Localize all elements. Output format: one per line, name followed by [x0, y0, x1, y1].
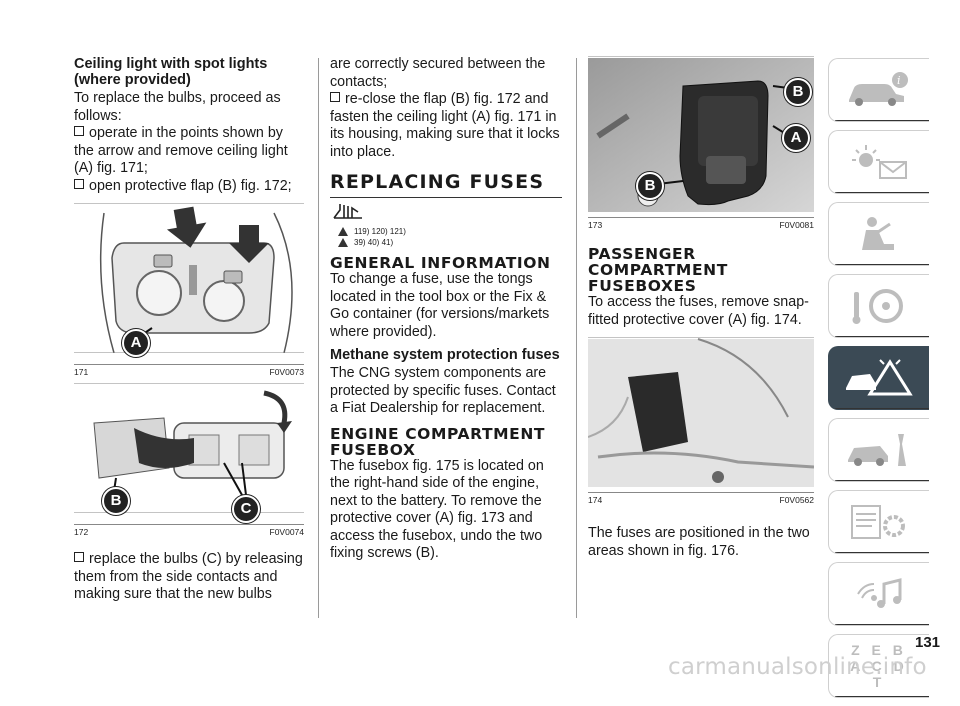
column-divider	[576, 58, 577, 618]
bullet-text: re-close the flap (B) fig. 172 and faste…	[330, 91, 560, 160]
engine-fusebox-heading: ENGINE COMPARTMENT FUSEBOX	[330, 424, 546, 459]
sidebar-item-technical-data[interactable]	[828, 490, 929, 554]
info-refs: 39) 40) 41)	[354, 238, 394, 247]
final-text: The fuses are positioned in the two area…	[588, 525, 810, 559]
figure-number: 172	[74, 527, 89, 537]
figure-code: F0V0074	[269, 527, 305, 537]
column-divider	[318, 58, 319, 618]
bullet-item: replace the bulbs (C) by releasing them …	[74, 551, 304, 604]
ceiling-light-illustration	[74, 202, 304, 354]
callout-b: B	[102, 487, 130, 515]
bullet-square-icon	[74, 178, 84, 189]
bullet-item: open protective flap (B) fig. 172;	[74, 178, 304, 196]
sidebar-item-emergency[interactable]	[828, 346, 929, 410]
methane-text: The CNG system components are protected …	[330, 365, 556, 416]
figure-code: F0V0562	[779, 495, 815, 505]
steering-key-icon	[852, 289, 903, 324]
figure-number: 174	[588, 495, 603, 505]
callout-a: A	[782, 124, 810, 152]
figure-code: F0V0073	[269, 367, 305, 377]
bullet-square-icon	[74, 126, 84, 136]
bullet-item: operate in the points shown by the arrow…	[74, 125, 304, 178]
column-2: are correctly secured between the contac…	[330, 56, 562, 563]
sidebar-item-warning-lights[interactable]	[828, 130, 929, 194]
bullet-text: open protective flap (B) fig. 172;	[89, 177, 292, 194]
warning-ref-row: 119) 120) 121)	[338, 227, 562, 236]
figure-caption: 174 F0V0562	[588, 492, 814, 505]
hand-warning-icon	[332, 202, 562, 225]
figure-caption: 173 F0V0081	[588, 217, 814, 230]
bullet-square-icon	[330, 92, 340, 102]
sidebar-item-starting-driving[interactable]	[828, 274, 929, 338]
figure-caption: 171 F0V0073	[74, 364, 304, 377]
warning-refs: 119) 120) 121)	[354, 227, 406, 236]
index-letters: Z E B A C D T	[850, 642, 908, 690]
page-number: 131	[915, 634, 941, 651]
multimedia-icon	[857, 578, 902, 608]
figure-number: 171	[74, 367, 89, 377]
passenger-fusebox-heading: PASSENGER COMPARTMENT FUSEBOXES	[588, 245, 728, 295]
engine-fusebox-illustration	[588, 55, 814, 212]
sidebar-item-maintenance[interactable]	[828, 418, 929, 482]
methane-heading: Methane system protection fuses	[330, 347, 560, 363]
info-triangle-icon	[338, 238, 348, 247]
callout-a: A	[122, 329, 150, 357]
callout-b: B	[784, 78, 812, 106]
info-ref-row: 39) 40) 41)	[338, 238, 562, 247]
callout-b: B	[636, 172, 664, 200]
protective-flap-illustration	[74, 382, 304, 514]
specs-gear-icon	[851, 505, 905, 539]
bullet-text: operate in the points shown by the arrow…	[74, 125, 288, 176]
passenger-text: To access the fuses, remove snap-fitted …	[588, 294, 809, 328]
sidebar-item-safety[interactable]	[828, 202, 929, 266]
car-maintenance-icon	[848, 434, 906, 466]
engine-text: The fusebox fig. 175 is located on the r…	[330, 457, 544, 562]
replacing-fuses-heading: REPLACING FUSES	[330, 171, 562, 198]
warning-triangle-icon	[338, 227, 348, 236]
emergency-triangle-icon	[846, 359, 913, 396]
ceiling-light-heading: Ceiling light with spot lights (where pr…	[74, 56, 268, 88]
figure-174: 174 F0V0562	[587, 336, 815, 505]
figure-number: 173	[588, 220, 603, 230]
continued-text: are correctly secured between the contac…	[330, 56, 546, 90]
bullet-square-icon	[74, 552, 84, 562]
figure-173: B A B 173 F0V0081	[588, 55, 814, 230]
column-3: B A B 173 F0V0081 PASSENGER COMPARTMENT F…	[587, 55, 815, 560]
svg-text:i: i	[897, 74, 901, 87]
column-1: Ceiling light with spot lights (where pr…	[74, 56, 304, 604]
figure-172: B C 172 F0V0074	[74, 382, 304, 537]
figure-caption: 172 F0V0074	[74, 524, 304, 537]
car-info-icon: i	[849, 72, 908, 106]
passenger-fusebox-illustration	[587, 336, 815, 487]
chapter-sidebar: i	[828, 58, 930, 706]
figure-code: F0V0081	[779, 220, 815, 230]
callout-c: C	[232, 495, 260, 523]
sidebar-item-car-info[interactable]: i	[828, 58, 929, 122]
warning-lights-icon	[852, 145, 907, 179]
bullet-text: replace the bulbs (C) by releasing them …	[74, 551, 303, 602]
sidebar-item-multimedia[interactable]	[828, 562, 929, 626]
general-text: To change a fuse, use the tongs located …	[330, 271, 550, 340]
watermark: carmanualsonline.info	[668, 654, 927, 680]
airbag-seat-icon	[862, 217, 894, 250]
intro-text: To replace the bulbs, proceed as follows…	[74, 90, 281, 124]
general-information-heading: GENERAL INFORMATION	[330, 254, 551, 272]
bullet-item: re-close the flap (B) fig. 172 and faste…	[330, 91, 562, 161]
figure-171: A 171 F0V0073	[74, 202, 304, 377]
